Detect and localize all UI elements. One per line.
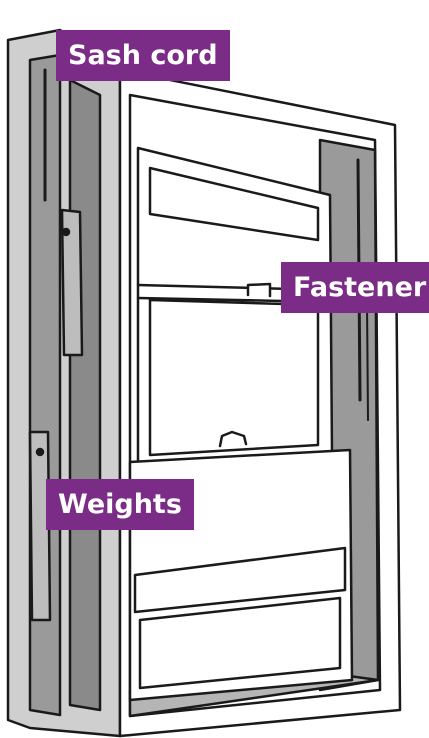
fastener-top	[248, 284, 270, 296]
label-fastener: Fastener	[281, 262, 429, 313]
frame-left-side	[8, 30, 120, 736]
label-sash-cord: Sash cord	[56, 30, 230, 81]
frame-left-pulley-channel	[70, 80, 100, 710]
fastener-bottom	[220, 432, 246, 446]
label-weights: Weights	[46, 479, 194, 530]
